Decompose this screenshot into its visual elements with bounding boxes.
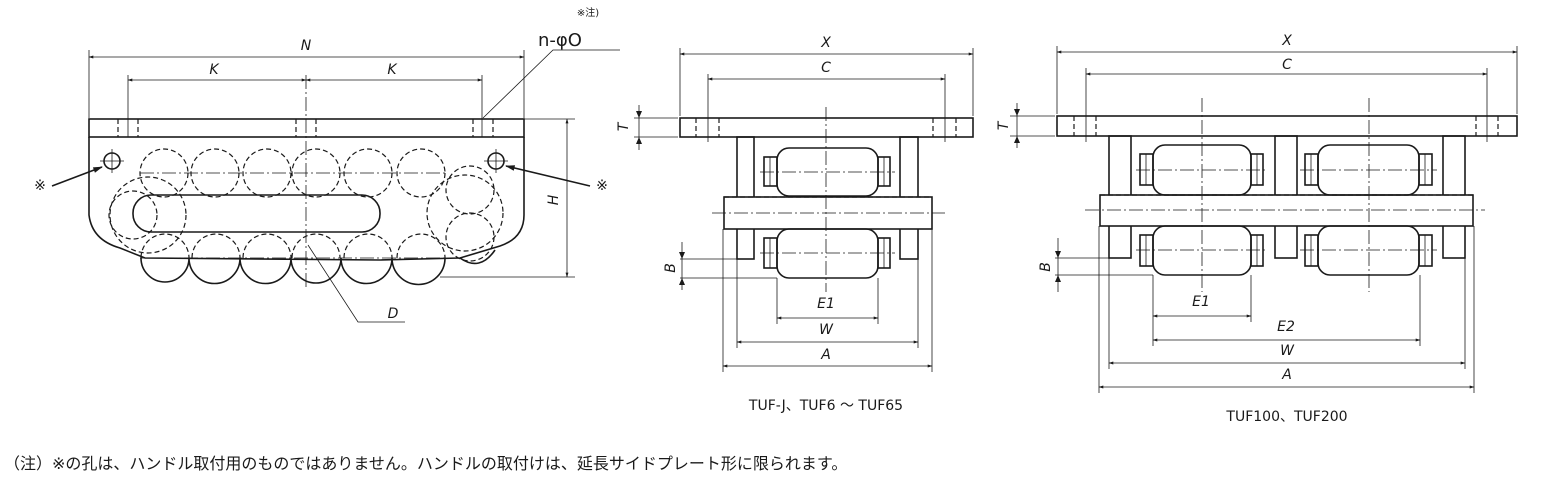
label-a: A xyxy=(820,347,831,363)
label-k-left: K xyxy=(209,62,220,78)
label-w: W xyxy=(1280,343,1295,359)
label-t: T xyxy=(996,120,1012,130)
caption-large: TUF100、TUF200 xyxy=(1225,409,1347,425)
footnote: （注）※の孔は、ハンドル取付用のものではありません。ハンドルの取付けは、延長サイ… xyxy=(4,454,848,473)
label-t: T xyxy=(616,121,632,131)
label-k-right: K xyxy=(387,62,398,78)
label-c: C xyxy=(1282,57,1292,73)
label-h: H xyxy=(546,194,562,205)
label-d: D xyxy=(388,306,399,322)
side-view: N K K ※ xyxy=(34,6,620,323)
label-a: A xyxy=(1281,367,1292,383)
label-e2: E2 xyxy=(1277,319,1295,335)
roller-upper xyxy=(760,147,895,197)
label-c: C xyxy=(821,60,831,76)
label-b: B xyxy=(1038,262,1054,272)
axle-bar xyxy=(1099,194,1474,227)
front-view-large: X C T xyxy=(996,33,1518,425)
center-slot xyxy=(132,194,381,233)
roller-lower xyxy=(760,228,895,279)
label-hole-note: ※注) xyxy=(577,6,599,19)
top-plate xyxy=(679,117,974,138)
mark-left: ※ xyxy=(34,178,46,194)
top-plate xyxy=(1056,115,1518,137)
mark-right: ※ xyxy=(596,178,608,194)
label-x: X xyxy=(820,35,831,51)
front-view-small: X C T B xyxy=(616,35,974,414)
caption-small: TUF-J、TUF6 ～ TUF65 xyxy=(748,398,903,414)
top-plate xyxy=(88,118,525,138)
roller-upper-right xyxy=(1300,144,1437,196)
label-b: B xyxy=(663,263,679,273)
side-frame xyxy=(88,137,525,261)
label-e1: E1 xyxy=(1192,294,1210,310)
label-w: W xyxy=(819,322,834,338)
label-x: X xyxy=(1281,33,1292,49)
label-hole-spec: n-φO xyxy=(538,30,582,51)
label-n: N xyxy=(301,38,312,54)
label-e1: E1 xyxy=(817,296,835,312)
roller-lower-right xyxy=(1300,225,1437,276)
